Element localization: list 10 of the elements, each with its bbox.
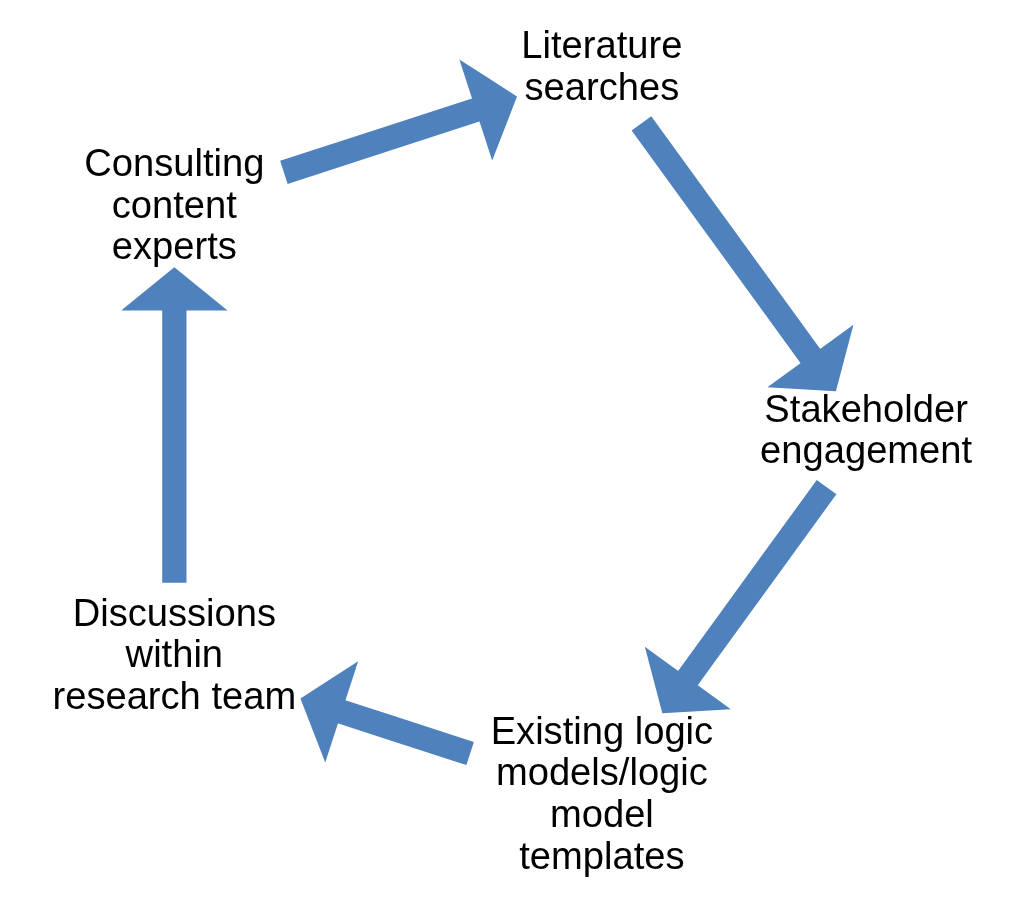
node-text: Consulting content experts [84,141,265,268]
arrow [644,480,837,714]
node-text: Existing logic models/logic model templates [490,708,714,877]
arrow [631,116,854,392]
arrow [280,59,518,184]
arrow [300,661,474,766]
arrow [121,267,228,583]
node-text: Discussions within research team [52,590,297,717]
node-text: Literature searches [521,22,683,108]
node-text: Stakeholder engagement [760,386,973,472]
